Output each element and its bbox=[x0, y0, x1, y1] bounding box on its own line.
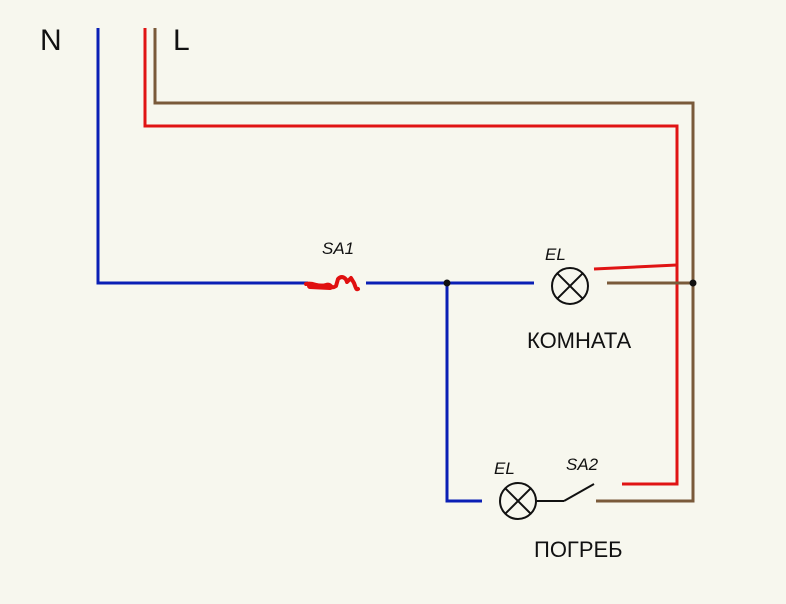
label-sa1: SA1 bbox=[322, 239, 354, 258]
label-el-room: EL bbox=[545, 245, 566, 264]
phase-wire-room-lamp bbox=[593, 263, 678, 271]
neutral-wire-cellar-branch bbox=[445, 283, 482, 503]
phase-wire bbox=[143, 28, 679, 486]
junction-dot bbox=[443, 279, 451, 287]
label-n: N bbox=[40, 24, 62, 57]
return-wire bbox=[153, 28, 695, 503]
label-room: КОМНАТА bbox=[527, 328, 632, 353]
label-cellar: ПОГРЕБ bbox=[534, 537, 623, 562]
switch-sa1 bbox=[304, 275, 360, 292]
label-el-cellar: EL bbox=[494, 459, 515, 478]
label-l: L bbox=[173, 24, 190, 57]
sa1-marking-fill bbox=[307, 283, 333, 290]
lamp-room bbox=[551, 267, 589, 305]
junction-dot bbox=[689, 279, 697, 287]
switch-sa2 bbox=[537, 483, 595, 502]
lamp-cellar bbox=[499, 482, 537, 520]
neutral-wire bbox=[96, 28, 308, 285]
label-sa2: SA2 bbox=[566, 455, 599, 474]
